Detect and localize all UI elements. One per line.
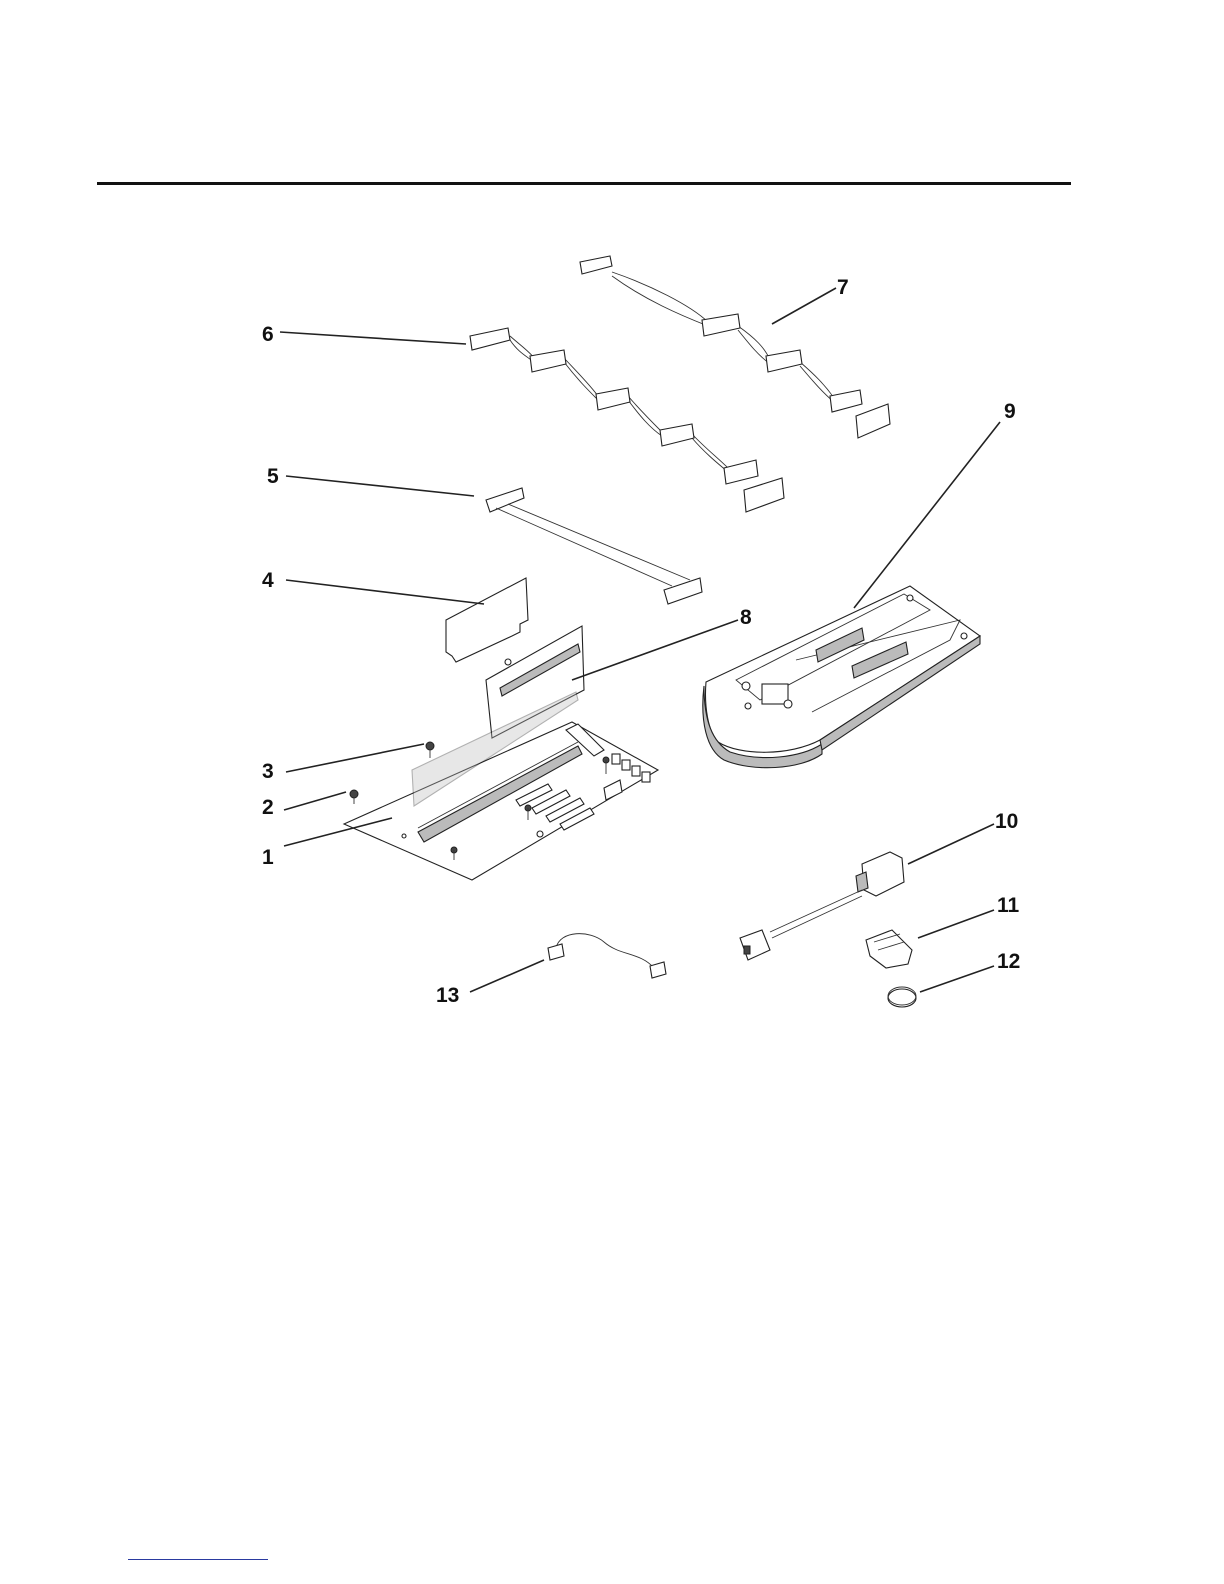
footer-link-underline[interactable]	[128, 1559, 268, 1560]
callout-5: 5	[267, 465, 279, 488]
callout-12: 12	[997, 950, 1020, 973]
part-12-battery	[888, 987, 916, 1007]
callout-10: 10	[995, 810, 1018, 833]
part-13-cable	[548, 934, 666, 978]
part-6-cable	[470, 328, 784, 512]
callout-3: 3	[262, 760, 274, 783]
part-3-screw	[426, 742, 434, 758]
part-4-card	[446, 578, 528, 662]
callout-8: 8	[740, 606, 752, 629]
callout-2: 2	[262, 796, 274, 819]
callout-7: 7	[837, 276, 849, 299]
callout-6: 6	[262, 323, 274, 346]
callout-13: 13	[436, 984, 459, 1007]
part-2-screw	[350, 790, 358, 804]
callout-1: 1	[262, 846, 274, 869]
callout-9: 9	[1004, 400, 1016, 423]
part-11-clip	[866, 930, 912, 968]
callout-11: 11	[997, 894, 1020, 917]
callout-4: 4	[262, 569, 274, 592]
